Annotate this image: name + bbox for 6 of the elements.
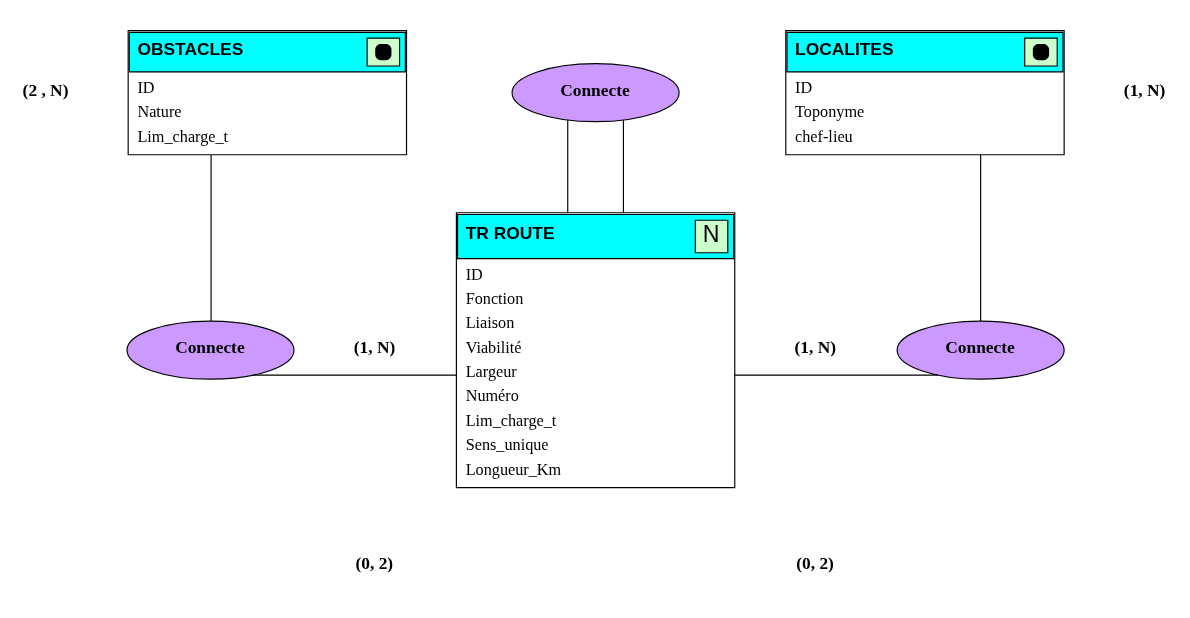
label: (0, 2)	[355, 554, 394, 574]
label: (0, 2)	[796, 554, 834, 574]
label: (1, N)	[1123, 80, 1166, 100]
label: (2 , N)	[22, 80, 69, 100]
label: (1, N)	[353, 338, 396, 358]
label: (1, N)	[794, 338, 836, 358]
